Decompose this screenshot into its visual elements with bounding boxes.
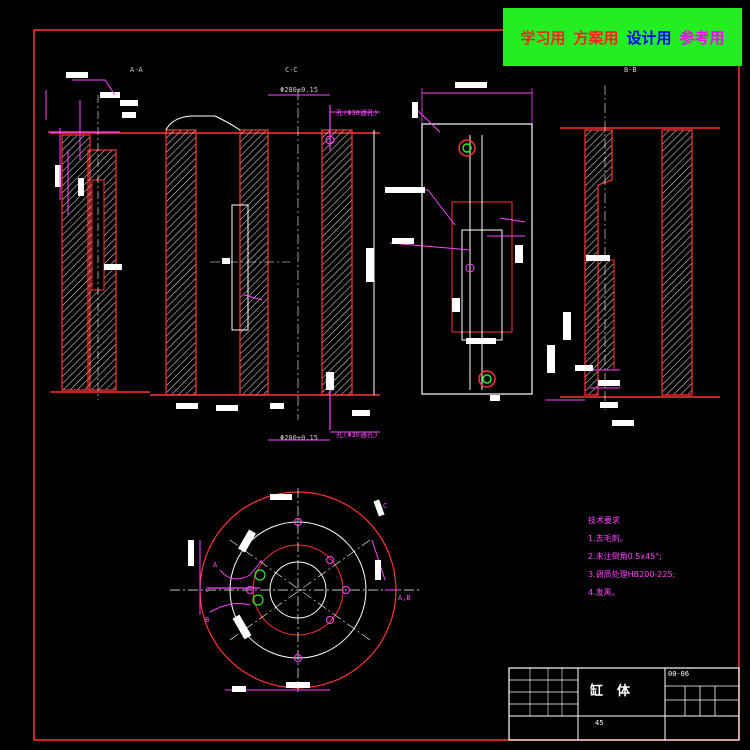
view-cc <box>150 90 380 441</box>
cut-label-c: C <box>205 586 210 594</box>
cut-label-c-right: C <box>383 502 388 510</box>
title-block <box>508 667 740 741</box>
label-section-bb: B-B <box>624 66 637 74</box>
cut-label-ab: A,B <box>398 594 411 602</box>
tech-item-4: 4.发黑。 <box>588 588 620 597</box>
bb-hatch-left <box>584 129 613 396</box>
top-view-outline <box>421 123 533 395</box>
banner-item-design: 设计用 <box>626 28 672 47</box>
bb-hatch-right <box>661 129 693 396</box>
cc-hatch-2 <box>239 129 269 396</box>
drawing-frame <box>33 29 740 741</box>
label-section-aa: A-A <box>130 66 143 74</box>
banner-item-plan: 方案用 <box>573 28 619 47</box>
tech-item-1: 1.去毛刺。 <box>588 534 628 543</box>
banner-item-reference: 参考用 <box>679 28 725 47</box>
view-aa <box>45 72 150 400</box>
cc-hatch-1 <box>165 129 197 396</box>
tech-item-3: 3.调质处理HB200-225; <box>588 570 676 579</box>
tech-item-2: 2.未注倒角0.5x45°; <box>588 552 662 561</box>
aa-hatch-left <box>61 134 91 391</box>
technical-requirements: 技术要求 1.去毛刺。 2.未注倒角0.5x45°; 3.调质处理HB200-2… <box>588 512 675 602</box>
material: 45 <box>595 719 604 727</box>
cut-label-b: B <box>205 616 210 624</box>
cc-hatch-3 <box>321 129 353 396</box>
dim-top-diameter: Φ280±0.15 <box>280 86 318 94</box>
dim-bottom-diameter: Φ280±0.15 <box>280 434 318 442</box>
part-name: 缸体 <box>590 684 645 699</box>
banner-item-study: 学习用 <box>520 28 566 47</box>
hole-note-top: 孔(Φ30通孔) <box>336 109 379 117</box>
hole-note-bottom: 孔(Φ30通孔) <box>336 431 379 439</box>
view-circular <box>170 488 420 692</box>
view-top <box>385 82 533 401</box>
usage-banner: 学习用 方案用 设计用 参考用 <box>503 8 742 66</box>
label-section-cc: C-C <box>285 66 298 74</box>
view-bb <box>545 59 720 426</box>
drawing-code: 00-06 <box>668 670 690 678</box>
tech-title: 技术要求 <box>588 516 620 525</box>
cut-label-a: A <box>213 561 218 569</box>
